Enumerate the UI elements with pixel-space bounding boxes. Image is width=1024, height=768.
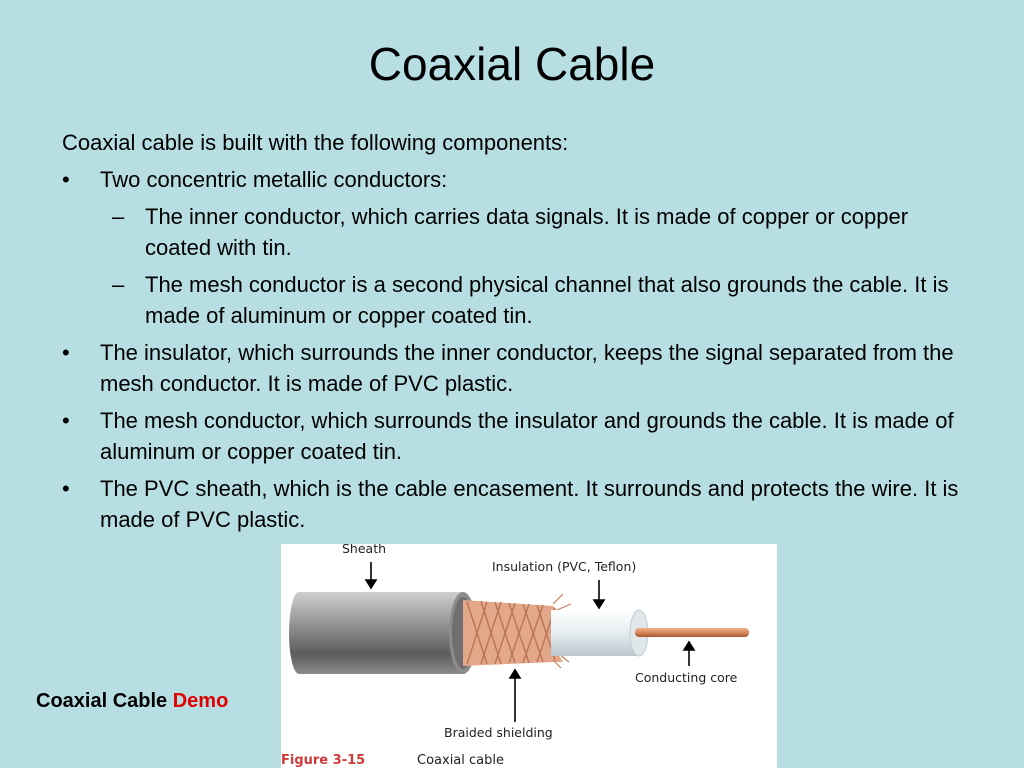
insulation-arrowhead (592, 599, 606, 610)
demo-link[interactable]: Coaxial Cable Demo (36, 690, 228, 713)
bullet-mark: • (62, 340, 70, 365)
figure-caption-text: Coaxial cable (417, 753, 504, 768)
bullet-item: • The PVC sheath, which is the cable enc… (62, 473, 972, 535)
bullet-item: • The mesh conductor, which surrounds th… (62, 405, 972, 467)
sub-bullet-text: The mesh conductor is a second physical … (145, 272, 949, 328)
braid-label: Braided shielding (444, 725, 553, 740)
insulation-shape (551, 610, 639, 656)
bullet-text: The insulator, which surrounds the inner… (100, 340, 954, 396)
braid-arrowhead (508, 668, 522, 679)
bullet-text: The PVC sheath, which is the cable encas… (100, 476, 959, 532)
figure-caption-number: Figure 3-15 (281, 753, 365, 768)
bullet-text: Two concentric metallic conductors: (100, 167, 448, 192)
bullet-mark: • (62, 408, 70, 433)
sub-bullet-item: – The inner conductor, which carries dat… (62, 201, 972, 263)
conducting-core-shape (635, 628, 749, 637)
sub-bullet-mark: – (112, 204, 125, 229)
sheath-shape (289, 592, 463, 674)
sheath-arrowhead (364, 579, 378, 590)
slide-title: Coaxial Cable (368, 38, 656, 90)
sub-bullet-item: – The mesh conductor is a second physica… (62, 269, 972, 331)
sheath-label: Sheath (342, 544, 386, 556)
braid-pattern (466, 600, 556, 665)
demo-link-highlight: Demo (172, 690, 229, 712)
bullet-text: The mesh conductor, which surrounds the … (100, 408, 954, 464)
insulation-label: Insulation (PVC, Teflon) (492, 559, 636, 574)
demo-link-label: Coaxial Cable (36, 690, 168, 712)
coaxial-cable-illustration: Sheath Insulation (PVC, Teflon) Conducti… (281, 544, 749, 768)
bullet-mark: • (62, 476, 70, 501)
bullet-item: • The insulator, which surrounds the inn… (62, 337, 972, 399)
bullet-mark: • (62, 167, 70, 192)
sub-bullet-mark: – (112, 272, 125, 297)
bullet-item: • Two concentric metallic conductors: (62, 164, 972, 195)
core-label: Conducting core (635, 670, 738, 685)
coaxial-cable-figure: Sheath Insulation (PVC, Teflon) Conducti… (281, 544, 777, 768)
slide-body: Coaxial cable is built with the followin… (62, 127, 972, 541)
sub-bullet-text: The inner conductor, which carries data … (145, 204, 909, 260)
core-arrowhead (682, 640, 696, 651)
intro-text: Coaxial cable is built with the followin… (62, 130, 569, 155)
